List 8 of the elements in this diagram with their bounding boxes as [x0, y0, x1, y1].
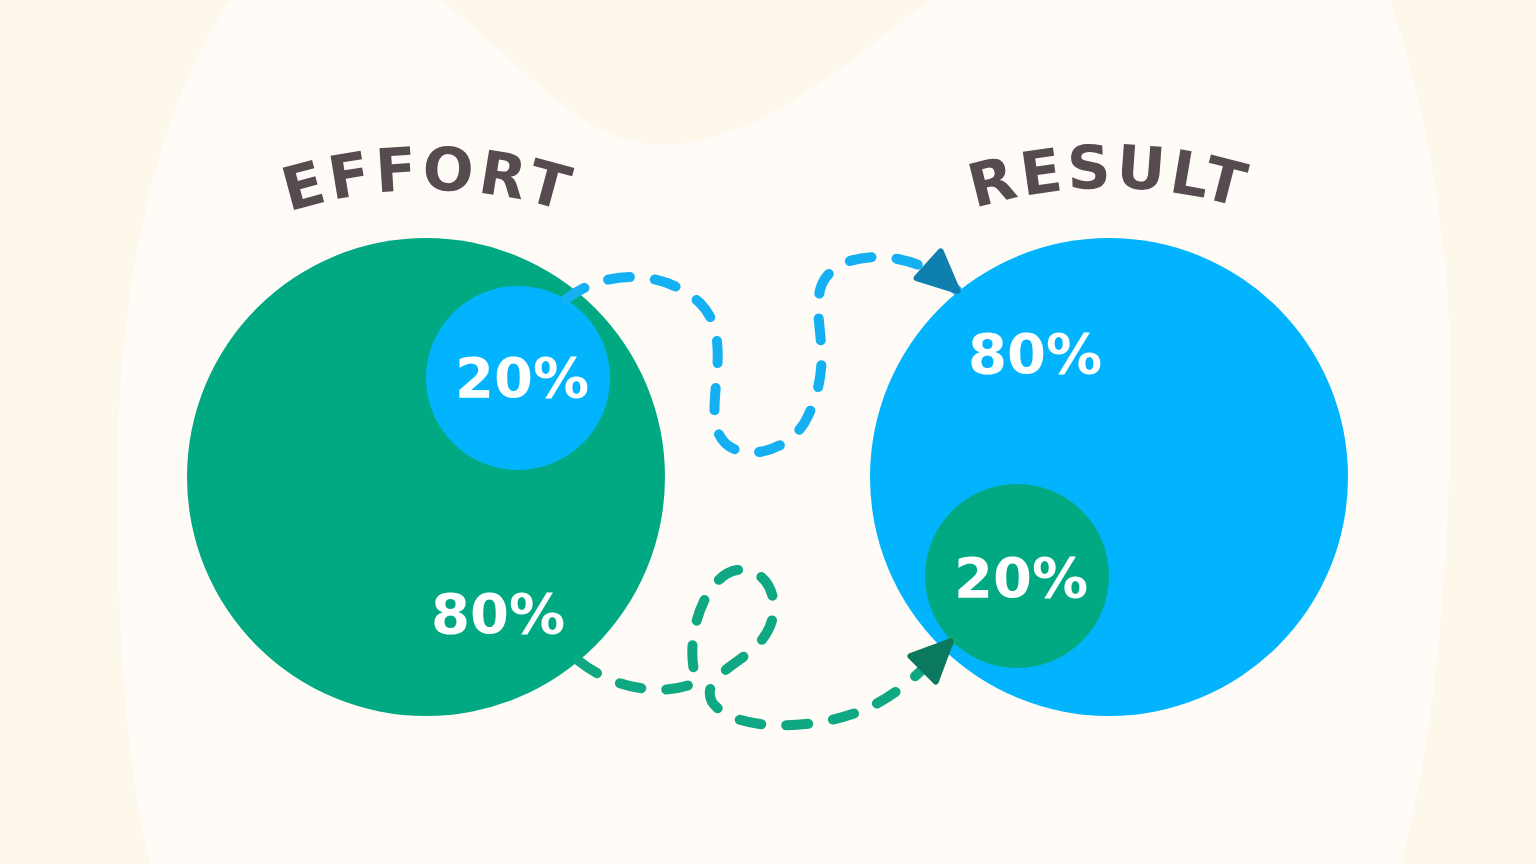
percentage-label: 80% — [968, 323, 1102, 385]
dashed-arrow — [560, 248, 964, 458]
heading: EFFORT — [274, 133, 582, 225]
percentage-label: 20% — [954, 547, 1088, 609]
dashed-arrow — [573, 565, 957, 731]
percentage-label: 80% — [431, 583, 565, 645]
heading: RESULT — [960, 131, 1258, 222]
percentage-label: 20% — [455, 347, 589, 409]
